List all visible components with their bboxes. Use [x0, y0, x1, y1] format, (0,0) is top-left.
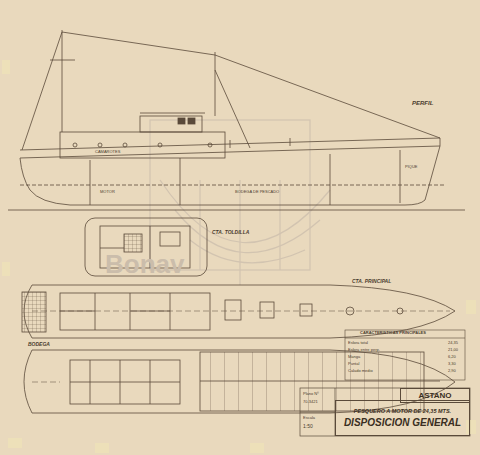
drawing-label: CTA. TOLDILLA — [212, 230, 249, 236]
main-deck-plan — [22, 285, 455, 338]
drawing-label: PIQUE — [405, 165, 417, 169]
drawing-label: Manga — [348, 355, 360, 359]
drawing-label: 24,35 — [448, 341, 458, 345]
drawing-label: 2,90 — [448, 369, 456, 373]
drawing-label: PERFIL — [412, 100, 433, 107]
tape — [2, 60, 476, 453]
title-block — [300, 388, 470, 436]
drawing-label: MOTOR — [100, 190, 115, 194]
drawing-label: 3,30 — [448, 362, 456, 366]
title-text: ASTANO — [418, 391, 451, 400]
profile-view — [8, 30, 465, 210]
hold-plan — [24, 350, 455, 413]
drawing-label: Escala — [303, 416, 315, 420]
drawing-label: 6,20 — [448, 355, 456, 359]
drawing-label: BODEGA DE PESCADO — [235, 190, 279, 194]
drawing-label: CAMAROTES — [95, 150, 120, 154]
drawing-label: 21,00 — [448, 348, 458, 352]
drawing-label: CTA. PRINCIPAL — [352, 279, 391, 285]
drawing-label: Plano Nº — [303, 392, 319, 396]
drawing-label: Eslora total — [348, 341, 368, 345]
drawing-label: 70-3421 — [303, 400, 318, 404]
title-text: PESQUERO A MOTOR DE 24,35 MTS. — [354, 408, 451, 414]
drawing-label: Puntal — [348, 362, 359, 366]
drawing-label: 1:50 — [303, 424, 313, 430]
drawing-label: Eslora entre perp. — [348, 348, 380, 352]
drawing-label: CARACTERISTICAS PRINCIPALES — [360, 331, 426, 335]
title-text: DISPOSICION GENERAL — [344, 417, 461, 429]
drawing-label: BODEGA — [28, 342, 50, 348]
data-table — [345, 330, 465, 380]
drawing-label: Calado medio — [348, 369, 373, 373]
title-cell: PESQUERO A MOTOR DE 24,35 MTS. DISPOSICIO… — [335, 400, 470, 436]
watermark-text: Bonav — [105, 250, 184, 279]
